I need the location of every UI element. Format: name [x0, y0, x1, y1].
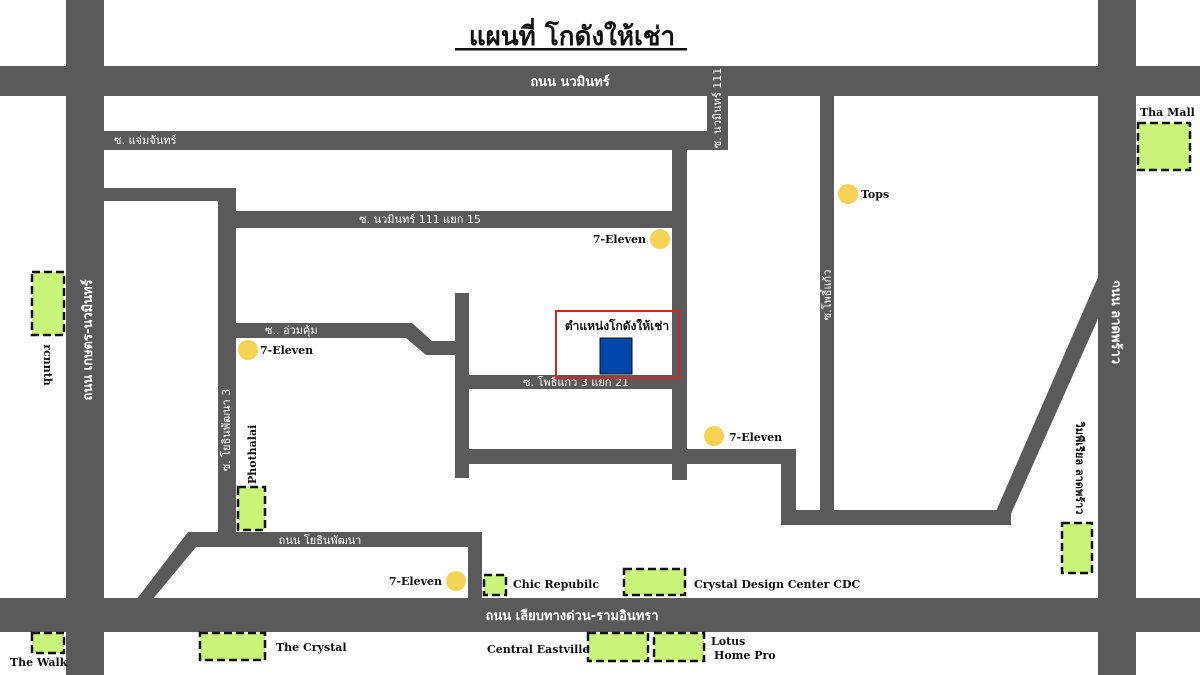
seven-eleven-label-4: 7-Eleven [389, 575, 442, 588]
road-label-yothin: ถนน โยธินพัฒนา [279, 533, 362, 547]
store-label-walk: The Walk [10, 656, 68, 669]
store-lotus-homepro[interactable] [652, 631, 706, 663]
store-label-ladprao-mall: วิมพีเรียล ลาดพร้าว [1073, 421, 1086, 515]
road-label-aomkhum: ซ.. อ่วมคุ้ม [265, 324, 318, 337]
road-lower-branch [469, 449, 796, 464]
tops-label: Tops [861, 188, 889, 201]
road-nawamin-111 [707, 66, 728, 150]
store-label-homepro: Home Pro [714, 649, 776, 662]
road-expressway [0, 598, 1200, 632]
store-label-rcnnth: rcnnth [41, 344, 54, 386]
seven-eleven-dot-3[interactable] [704, 426, 724, 446]
warehouse-frame [555, 310, 680, 379]
road-label-expressway: ถนน เลียบทางด่วน-รามอินทรา [485, 608, 658, 624]
map-title: แผนที่ โกดังให้เช่า [469, 17, 675, 52]
store-eastville[interactable] [586, 631, 650, 663]
road-lower-down [781, 449, 796, 525]
store-chic[interactable] [482, 573, 508, 597]
seven-eleven-dot-2[interactable] [238, 340, 258, 360]
road-lower-join [781, 510, 1011, 525]
road-label-phothikaew: ซ.โพธิ์แก้ว [819, 270, 834, 321]
warehouse-label: ตำแหน่งโกดังให้เช่า [565, 318, 669, 333]
store-tha-mall[interactable] [1136, 121, 1192, 172]
road-aomkhum [236, 323, 462, 355]
title-underline [455, 48, 687, 51]
road-label-nawamin-111-15: ซ. นวมินทร์ 111 แยก 15 [359, 213, 481, 226]
road-label-phothikaew-3-21: ซ. โพธิ์แก้ว 3 แยก 21 [523, 374, 629, 389]
seven-eleven-dot-4[interactable] [446, 571, 466, 591]
seven-eleven-label-3: 7-Eleven [729, 431, 782, 444]
store-label-eastville: Central Eastville [487, 643, 589, 656]
store-walk[interactable] [30, 631, 66, 655]
store-label-lotus: Lotus [711, 635, 745, 648]
road-nawamin-111-15 [218, 211, 687, 228]
warehouse-marker[interactable] [599, 337, 633, 375]
road-label-nawamin-111: ซ. นวมินทร์ 111 [711, 68, 724, 149]
road-stub-vertical [455, 293, 469, 478]
road-yothin-3 [218, 188, 236, 538]
seven-eleven-label-1: 7-Eleven [593, 233, 646, 246]
store-phothalai[interactable] [236, 485, 267, 532]
store-rcnnth[interactable] [30, 270, 66, 337]
road-label-chaemchan: ซ. แจ่มจันทร์ [114, 134, 176, 147]
road-label-nawamin: ถนน นวมินทร์ [530, 74, 609, 90]
road-top-inner [104, 188, 236, 201]
road-kaset-nawamin [66, 0, 104, 675]
store-label-crystal: The Crystal [276, 641, 347, 654]
seven-eleven-label-2: 7-Eleven [260, 344, 313, 357]
store-crystal[interactable] [198, 631, 267, 662]
tops-dot[interactable] [838, 184, 858, 204]
store-label-tha-mall: Tha Mall [1140, 106, 1195, 119]
store-label-chic: Chic Repubilc [513, 578, 599, 591]
road-chaemchan [104, 131, 728, 150]
road-label-ladprao: ถนน ลาดพร้าว [1108, 280, 1124, 364]
road-ladprao-101 [990, 268, 1118, 525]
seven-eleven-dot-1[interactable] [650, 229, 670, 249]
road-ladprao [1098, 0, 1136, 675]
store-label-phothalai: Phothalai [246, 425, 259, 484]
road-phothikaew [820, 96, 834, 525]
road-nawamin [0, 66, 1200, 96]
store-cdc[interactable] [622, 567, 687, 597]
store-label-cdc: Crystal Design Center CDC [694, 578, 861, 591]
store-ladprao-mall[interactable] [1060, 521, 1094, 575]
road-label-yothin-3: ซ. โยธินพัฒนา 3 [219, 389, 233, 471]
road-yothin [136, 532, 482, 600]
road-label-kaset-nawamin: ถนน เกษตร-นวมินทร์ [80, 279, 96, 400]
